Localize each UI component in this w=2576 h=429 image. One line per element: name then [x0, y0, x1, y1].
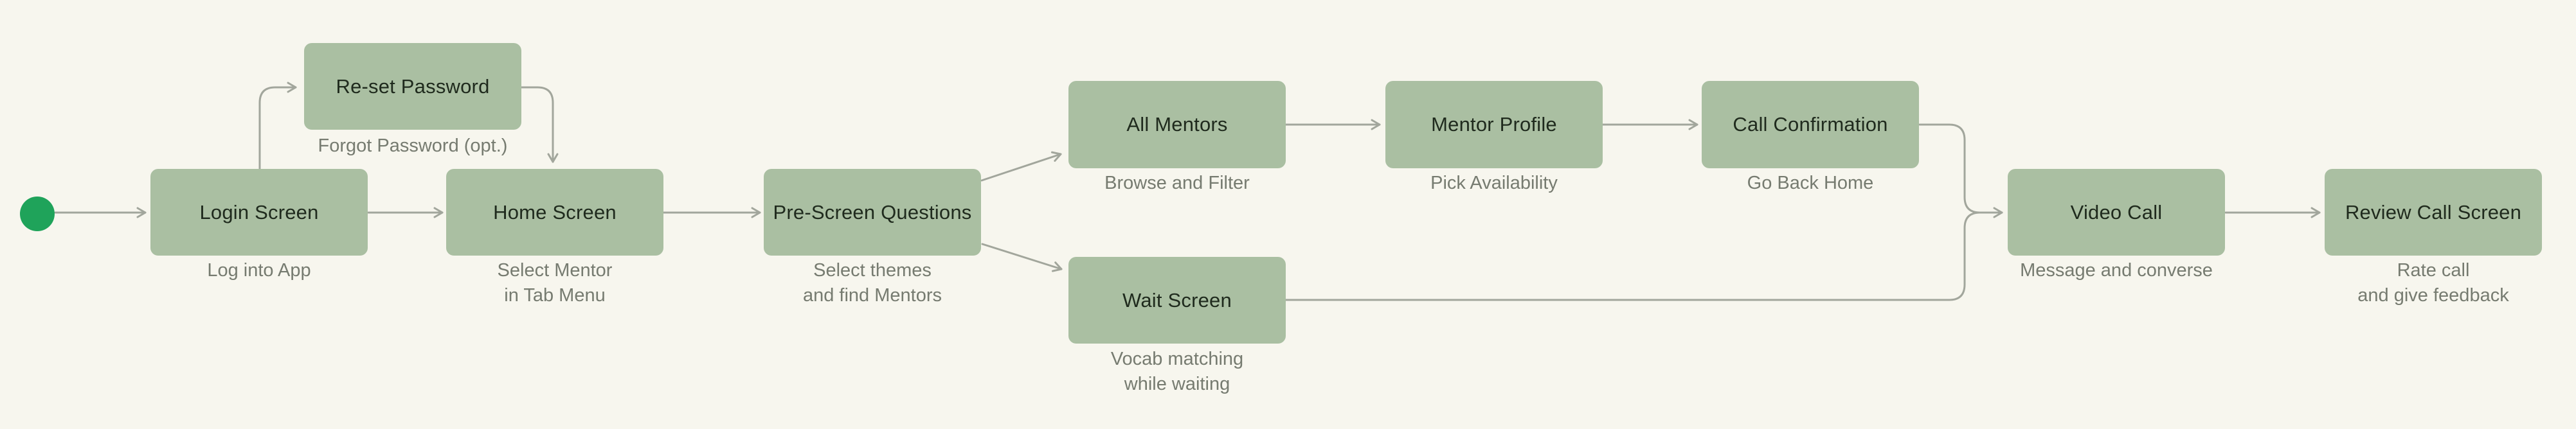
node-caption-reset-password: Forgot Password (opt.)	[318, 136, 508, 156]
node-caption-all-mentors: Browse and Filter	[1104, 173, 1250, 193]
node-video-call[interactable]: Video Call	[2008, 169, 2225, 256]
node-all-mentors[interactable]: All Mentors	[1068, 81, 1286, 168]
node-caption-mentor-profile: Pick Availability	[1430, 173, 1558, 193]
node-reset-password[interactable]: Re-set Password	[304, 43, 521, 130]
connector-reset-to-home	[520, 86, 559, 163]
node-label: Mentor Profile	[1431, 113, 1557, 136]
node-label: Home Screen	[493, 200, 617, 223]
connector-login-to-reset	[258, 82, 297, 170]
connector-prescreen-to-wait	[981, 243, 1063, 272]
node-mentor-profile[interactable]: Mentor Profile	[1385, 81, 1603, 168]
connector-prescreen-to-allmentors	[980, 151, 1062, 182]
node-label: Re-set Password	[336, 74, 490, 98]
node-call-confirmation[interactable]: Call Confirmation	[1702, 81, 1919, 168]
node-pre-screen-questions[interactable]: Pre-Screen Questions	[764, 169, 981, 256]
start-node[interactable]	[20, 197, 55, 231]
node-label: Wait Screen	[1122, 288, 1232, 311]
connector-callconf-to-videocall	[1918, 123, 2003, 218]
connector-wait-to-videocall	[1284, 211, 2003, 301]
node-label: Call Confirmation	[1733, 113, 1888, 136]
node-caption-login-screen: Log into App	[207, 260, 311, 281]
node-label: Video Call	[2070, 200, 2163, 223]
node-label: Pre-Screen Questions	[773, 200, 972, 223]
node-label: Review Call Screen	[2345, 200, 2522, 223]
node-wait-screen[interactable]: Wait Screen	[1068, 257, 1286, 344]
node-login-screen[interactable]: Login Screen	[150, 169, 368, 256]
node-review-call-screen[interactable]: Review Call Screen	[2325, 169, 2542, 256]
node-label: All Mentors	[1126, 113, 1228, 136]
node-home-screen[interactable]: Home Screen	[446, 169, 663, 256]
node-caption-call-confirmation: Go Back Home	[1747, 173, 1874, 193]
node-caption-video-call: Message and converse	[2020, 260, 2213, 281]
node-label: Login Screen	[199, 200, 319, 223]
